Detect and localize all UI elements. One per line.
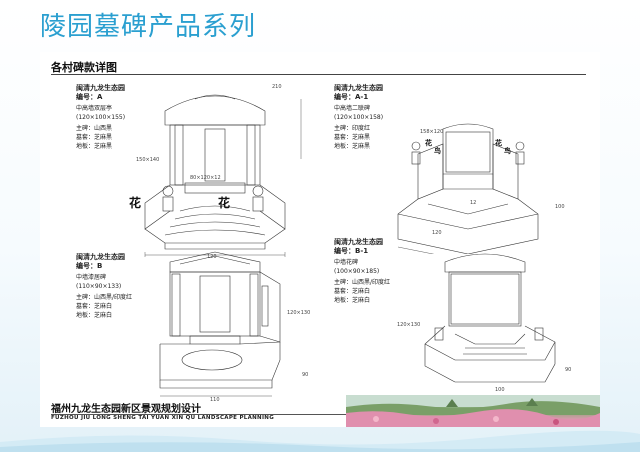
decorative-wave (0, 430, 640, 452)
sheet-divider (51, 74, 586, 75)
product-material: 墓套：芝麻黑 (76, 134, 113, 141)
product-size: (120×100×158) (334, 114, 384, 121)
product-spec-a: 闽清九龙生态园 编号：A 中高墙双层亭 (120×100×155) 主碑：山西黑… (76, 84, 125, 151)
dimension-label: 120×130 (397, 322, 421, 328)
product-cemetery: 闽清九龙生态园 (334, 238, 383, 246)
product-size: (100×90×185) (334, 268, 380, 275)
product-spec-b: 闽清九龙生态园 编号：B 中墙漆居碑 (110×90×133) 主碑：山西黑/印… (76, 253, 132, 320)
dimension-label: 90 (302, 372, 309, 378)
dimension-label: 120 (432, 230, 442, 236)
tomb-drawing-a (125, 79, 305, 257)
tomb-drawing-a1 (388, 114, 548, 254)
product-material: 地板：芝麻黑 (334, 143, 371, 150)
tomb-drawing-b (150, 250, 290, 400)
product-code: 编号：B (76, 262, 103, 270)
product-material: 主碑：山西黑/印度红 (334, 279, 391, 286)
product-type: 中墙漆居碑 (76, 274, 107, 281)
product-code: 编号：A-1 (334, 93, 369, 101)
product-material: 墓套：芝麻黑 (334, 134, 371, 141)
footer: 福州九龙生态园新区景观规划设计 FUZHOU JIU LONG SHENG TA… (40, 395, 600, 427)
product-material: 墓套：芝麻白 (334, 288, 371, 295)
product-type: 中墙花碑 (334, 259, 359, 266)
product-type: 中高墙双层亭 (76, 105, 113, 112)
product-type: 中高墙二联碑 (334, 105, 371, 112)
page-title: 陵园墓碑产品系列 (40, 12, 257, 42)
footer-divider (51, 414, 351, 415)
landscape-photo (346, 395, 600, 427)
dimension-label: 100 (495, 387, 505, 393)
product-material: 主碑：印度红 (334, 125, 371, 132)
dimension-label: 158×120 (420, 129, 444, 135)
product-material: 地板：芝麻黑 (76, 143, 113, 150)
dimension-label: 150×140 (136, 157, 160, 163)
dimension-label: 100 (555, 204, 565, 210)
dimension-label: 120×130 (287, 310, 311, 316)
dimension-label: 210 (272, 84, 282, 90)
product-spec-a1: 闽清九龙生态园 编号：A-1 中高墙二联碑 (120×100×158) 主碑：印… (334, 84, 383, 151)
flower-character: 花 (495, 138, 502, 147)
product-cemetery: 闽清九龙生态园 (76, 253, 125, 261)
bird-character: 鸟 (434, 146, 441, 155)
bird-character: 鸟 (504, 146, 511, 155)
dimension-label: 12 (470, 200, 477, 206)
flower-character-right: 花 (218, 196, 231, 210)
dimension-label: 110 (210, 397, 220, 403)
product-material: 主碑：山西黑/印度红 (76, 294, 133, 301)
product-cemetery: 闽清九龙生态园 (334, 84, 383, 92)
tomb-drawing-b1 (415, 244, 565, 384)
product-material: 地板：芝麻白 (76, 312, 113, 319)
footer-title-en: FUZHOU JIU LONG SHENG TAI YUAN XIN QU LA… (51, 415, 275, 421)
product-spec-b1: 闽清九龙生态园 编号：B-1 中墙花碑 (100×90×185) 主碑：山西黑/… (334, 238, 390, 305)
dimension-label: 90 (565, 367, 572, 373)
product-size: (120×100×155) (76, 114, 126, 121)
product-material: 墓套：芝麻白 (76, 303, 113, 310)
product-size: (110×90×133) (76, 283, 122, 290)
product-code: 编号：B-1 (334, 247, 369, 255)
dimension-label: 80×120×12 (190, 175, 221, 181)
footer-title-cn: 福州九龙生态园新区景观规划设计 (51, 404, 201, 415)
flower-character-left: 花 (129, 196, 142, 210)
product-material: 地板：芝麻白 (334, 297, 371, 304)
product-material: 主碑：山西黑 (76, 125, 113, 132)
flower-character: 花 (425, 138, 432, 147)
product-code: 编号：A (76, 93, 103, 101)
drawing-sheet: 各村碑款详图 闽清九龙生态园 编号：A 中高墙双层亭 (120×100×155)… (40, 52, 600, 427)
product-cemetery: 闽清九龙生态园 (76, 84, 125, 92)
sheet-title: 各村碑款详图 (51, 61, 117, 74)
